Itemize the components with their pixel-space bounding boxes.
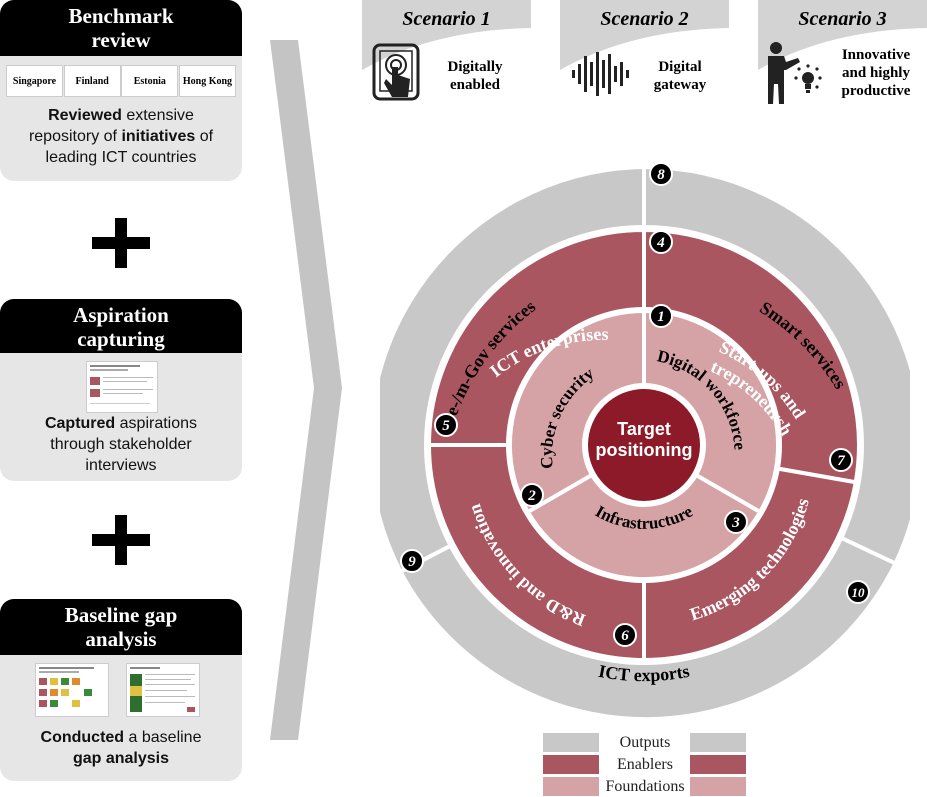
scenario-3-title: Scenario 3	[798, 8, 887, 30]
scenario-1-line1: Digitally	[447, 59, 503, 75]
baseline-desc-text1: a baseline	[124, 729, 202, 746]
aspiration-title-line2: capturing	[77, 327, 165, 351]
sound-wave-icon	[572, 52, 629, 96]
scenario-3-line1: Innovative	[841, 47, 911, 63]
aspiration-desc-text3: interviews	[85, 457, 157, 474]
baseline-description: Conducted a baseline gap analysis	[0, 727, 242, 769]
plus-icon-2	[92, 515, 150, 565]
plus-icon-1	[92, 218, 150, 268]
baseline-thumbnail-2	[126, 663, 200, 717]
legend-swatch-enablers-left	[543, 755, 599, 774]
scenario-2-title: Scenario 2	[600, 8, 689, 30]
aspiration-capturing-panel: Aspiration capturing Captured aspiration…	[0, 299, 242, 481]
badge-3: 3	[731, 515, 740, 531]
badge-8: 8	[657, 167, 665, 183]
badge-10: 10	[852, 585, 866, 600]
benchmark-desc-text3: of	[195, 128, 214, 145]
benchmark-desc-bold1: Reviewed	[48, 107, 122, 124]
legend-swatch-outputs-right	[690, 733, 746, 752]
scenario-card-1: Scenario 1 Digitally enabled	[362, 0, 531, 108]
target-positioning-wheel: Target positioning e-/m-Gov services Sma…	[380, 158, 910, 718]
baseline-title-line1: Baseline gap	[64, 603, 178, 627]
scenario-1-title: Scenario 1	[402, 8, 491, 30]
baseline-desc-bold1: Conducted	[40, 729, 125, 746]
chevron-arrow-icon	[270, 40, 342, 740]
baseline-desc-bold2: gap analysis	[72, 750, 170, 767]
baseline-gap-panel: Baseline gap analysis	[0, 599, 242, 781]
target-positioning-center	[588, 389, 700, 501]
flag-estonia: Estonia	[121, 65, 179, 97]
tablet-touch-icon	[372, 43, 420, 101]
scenario-3-line3: productive	[841, 83, 911, 99]
badge-4: 4	[656, 235, 665, 251]
baseline-title-line2: analysis	[85, 627, 157, 651]
center-label-line2: positioning	[596, 440, 693, 460]
person-idea-icon	[768, 42, 822, 104]
benchmark-review-title: Benchmark review	[0, 0, 242, 56]
legend-enablers: Enablers	[543, 755, 746, 774]
aspiration-desc-bold1: Captured	[44, 415, 116, 432]
legend-foundations: Foundations	[543, 777, 746, 796]
scenario-2-description: Digital gateway	[634, 58, 726, 94]
benchmark-desc-bold2: initiatives	[121, 128, 196, 145]
foundation-segment-infrastructure	[525, 442, 763, 582]
benchmark-desc-text1: extensive	[121, 107, 194, 124]
flag-hong-kong: Hong Kong	[178, 65, 236, 97]
scenario-1-description: Digitally enabled	[424, 58, 526, 94]
aspiration-desc-text2: through stakeholder	[50, 436, 192, 453]
scenario-3-description: Innovative and highly productive	[828, 46, 924, 100]
aspiration-description: Captured aspirations through stakeholder…	[0, 413, 242, 476]
scenario-card-2: Scenario 2 Digital gateway	[560, 0, 729, 108]
legend-swatch-foundations-left	[543, 777, 599, 796]
scenario-1-line2: enabled	[449, 77, 500, 93]
legend-swatch-outputs-left	[543, 733, 599, 752]
legend-outputs: Outputs	[543, 733, 746, 752]
badge-1: 1	[657, 309, 665, 325]
benchmark-description: Reviewed extensive repository of initiat…	[0, 97, 242, 168]
scenario-card-3: Scenario 3 Innovative and highly product…	[758, 0, 927, 108]
legend-label-outputs: Outputs	[619, 734, 671, 751]
benchmark-desc-text2: repository of	[28, 128, 122, 145]
center-label-line1: Target	[617, 419, 671, 439]
benchmark-review-panel: Benchmark review Singapore Finland Eston…	[0, 0, 242, 181]
scenario-3-line2: and highly	[842, 65, 910, 81]
legend-label-foundations: Foundations	[605, 778, 685, 795]
baseline-title: Baseline gap analysis	[0, 599, 242, 655]
baseline-thumbnail-1	[35, 663, 109, 717]
scenario-2-line1: Digital	[658, 59, 702, 75]
badge-6: 6	[621, 628, 629, 644]
benchmark-title-line1: Benchmark	[68, 4, 174, 28]
aspiration-desc-text1: aspirations	[115, 415, 198, 432]
aspiration-title-line1: Aspiration	[73, 303, 169, 327]
benchmark-title-line2: review	[91, 28, 151, 52]
scenario-2-line2: gateway	[653, 77, 707, 93]
legend-label-enablers: Enablers	[617, 756, 673, 773]
badge-5: 5	[442, 418, 450, 434]
legend-swatch-foundations-right	[690, 777, 746, 796]
legend-swatch-enablers-right	[690, 755, 746, 774]
flag-finland: Finland	[63, 65, 121, 97]
aspiration-document-thumbnail	[86, 361, 158, 413]
benchmark-desc-text4: leading ICT countries	[45, 149, 197, 166]
badge-7: 7	[837, 453, 845, 469]
country-flags: Singapore Finland Estonia Hong Kong	[0, 56, 242, 97]
badge-2: 2	[527, 488, 536, 504]
flag-singapore: Singapore	[6, 65, 63, 97]
aspiration-title: Aspiration capturing	[0, 299, 242, 353]
badge-9: 9	[408, 554, 416, 570]
